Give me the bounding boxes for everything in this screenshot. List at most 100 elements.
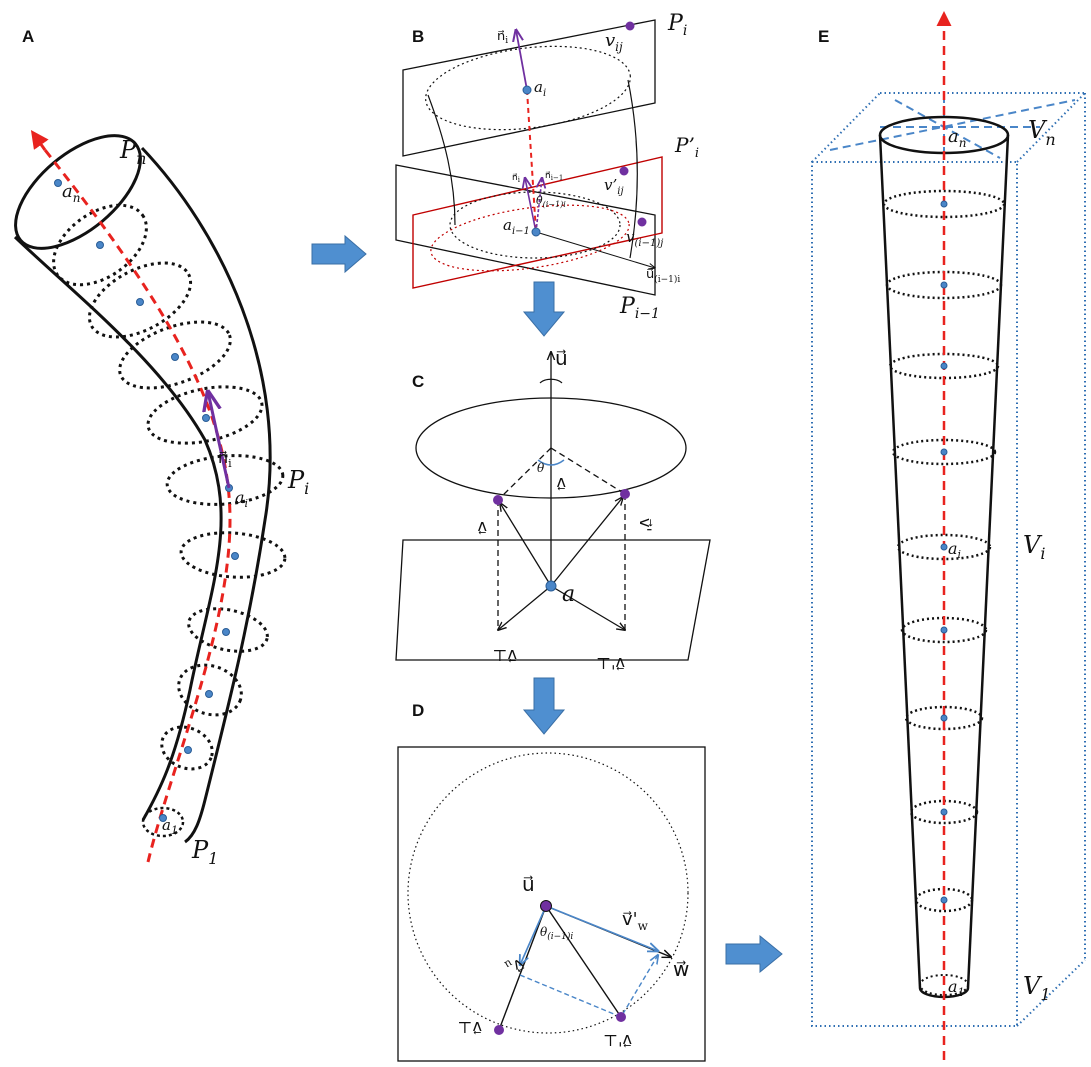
label-v-i: Vi [1023,531,1045,563]
point-v-prime-c [620,489,630,499]
rotation-axis-u [535,231,655,268]
normal-vector-a [208,392,231,489]
label-v-n: Vn [1028,116,1056,149]
label-c-v-prime-perp: v⃗'⊥ [596,654,625,673]
label-e-a-i: ai [948,539,961,561]
label-a-i: ai [235,488,248,510]
plane-p-i-minus-1 [395,164,656,296]
centroids-a [54,179,239,822]
vector-v-c [500,503,552,587]
point-v-prime-ij [619,166,629,176]
label-v-i-minus-1-j: v(i−1)j [626,228,663,249]
label-d-v-perp: v⃗⊥ [457,1018,482,1037]
point-a-i-minus-1 [531,227,541,237]
label-p-i: Pi [287,466,309,498]
rotation-indicator [539,378,563,384]
tube-outline-right [140,146,272,844]
section-ellipse-bottom [449,191,621,259]
label-v-1: V1 [1023,972,1051,1004]
cone-bottom-ellipse [919,974,969,996]
label-d-theta: θ(i−1)i [540,925,573,942]
tube-bottom-ellipse [141,806,185,838]
label-d-v-w: v⃗'w [622,909,649,933]
plane-p-i [402,19,656,157]
vector-v-u-d [520,905,547,965]
centroids-e [940,200,948,904]
vector-v-prime-perp-c [550,585,625,630]
label-b-n-i: n⃗i [497,29,508,46]
panel-c: C u⃗ θ v⃗ v⃗ v⃗' v⃗⊥ v [395,346,711,673]
theta-arc-c [537,459,565,466]
label-a-1: a1 [162,816,178,837]
label-n-i: n⃗i [218,448,232,470]
label-b-a-i: ai [534,78,546,99]
panel-letter-b: B [412,27,424,46]
normal-n-i-minus-1 [535,178,542,233]
label-b-p-i: Pi [667,11,687,39]
section-ellipse-prime [430,204,630,272]
tube-outline-left [13,235,223,821]
point-v-c [493,495,503,505]
label-p-prime-i: P’i [674,133,699,161]
cylinder-side-left [427,94,456,226]
label-p-n: Pn [119,136,146,168]
panel-letter-c: C [412,372,424,391]
arrow-b-to-c [522,281,566,337]
label-c-v-prime: v⃗' [636,518,655,532]
axis-line-a [43,149,232,863]
point-v-perp-d [494,1025,504,1035]
panel-e: E [811,11,1086,1060]
label-c-v-u: v⃗ [557,474,566,493]
cylinder-side-right [627,79,638,259]
cross-sections [52,203,287,771]
panel-a: A [13,27,309,868]
cone-dashed-c [497,447,626,630]
label-c-v: v⃗ [478,518,487,537]
arrow-c-to-d [522,677,566,735]
label-c-a: a [562,582,575,607]
vector-v-prime-w-d [545,905,658,951]
label-d-v-prime-perp: v⃗'⊥ [603,1031,632,1050]
point-a-i [522,85,532,95]
plane-c [395,539,711,661]
rotation-circle-d [407,752,689,1034]
label-c-theta: θ [537,461,545,475]
normal-n-i-top [516,30,528,91]
normal-n-i-bottom [525,178,537,233]
point-v-ij [625,21,635,31]
frame-d [397,746,706,1062]
panel-letter-d: D [412,701,424,720]
panel-b: B Pi vij n⃗i ai P’i v’ij n⃗i n⃗i [395,11,699,322]
label-a-n: an [62,181,80,205]
label-v-prime-ij: v’ij [604,176,624,197]
section-ellipse-top [425,45,631,131]
label-b-n-i-minus-1: n⃗i−1 [545,171,563,182]
flow-arrows [311,234,783,974]
label-b-u: u⃗(i−1)i [646,267,680,285]
cone-side-right [966,134,1010,989]
panel-letter-a: A [22,27,34,46]
bounding-box [811,92,1086,1027]
arrow-a-to-b [311,234,367,274]
label-v-ij: vij [605,30,623,54]
label-p-i-minus-1: Pi−1 [619,294,660,322]
axis-segment-b [526,89,537,233]
vector-v-perp-c [498,585,552,630]
dashed-projection-1 [519,974,622,1018]
panel-letter-e: E [818,27,829,46]
label-p-1: P1 [191,836,218,868]
label-c-v-perp: v⃗⊥ [492,646,517,665]
label-b-a-i-minus-1: ai−1 [503,216,530,237]
cone-side-left [878,134,922,989]
label-e-a-1: a1 [948,977,965,999]
arrow-d-to-e [725,934,783,974]
point-u-d [540,900,552,912]
dashed-projection-2 [620,955,658,1018]
label-d-u: u⃗ [522,872,535,896]
label-b-n-i-2: n⃗i [512,173,521,184]
axis-arrowhead-a [30,130,49,151]
point-v-i-minus-1-j [637,217,647,227]
line-u-to-v-prime-perp [545,905,622,1018]
vector-v-prime-c [550,497,623,587]
